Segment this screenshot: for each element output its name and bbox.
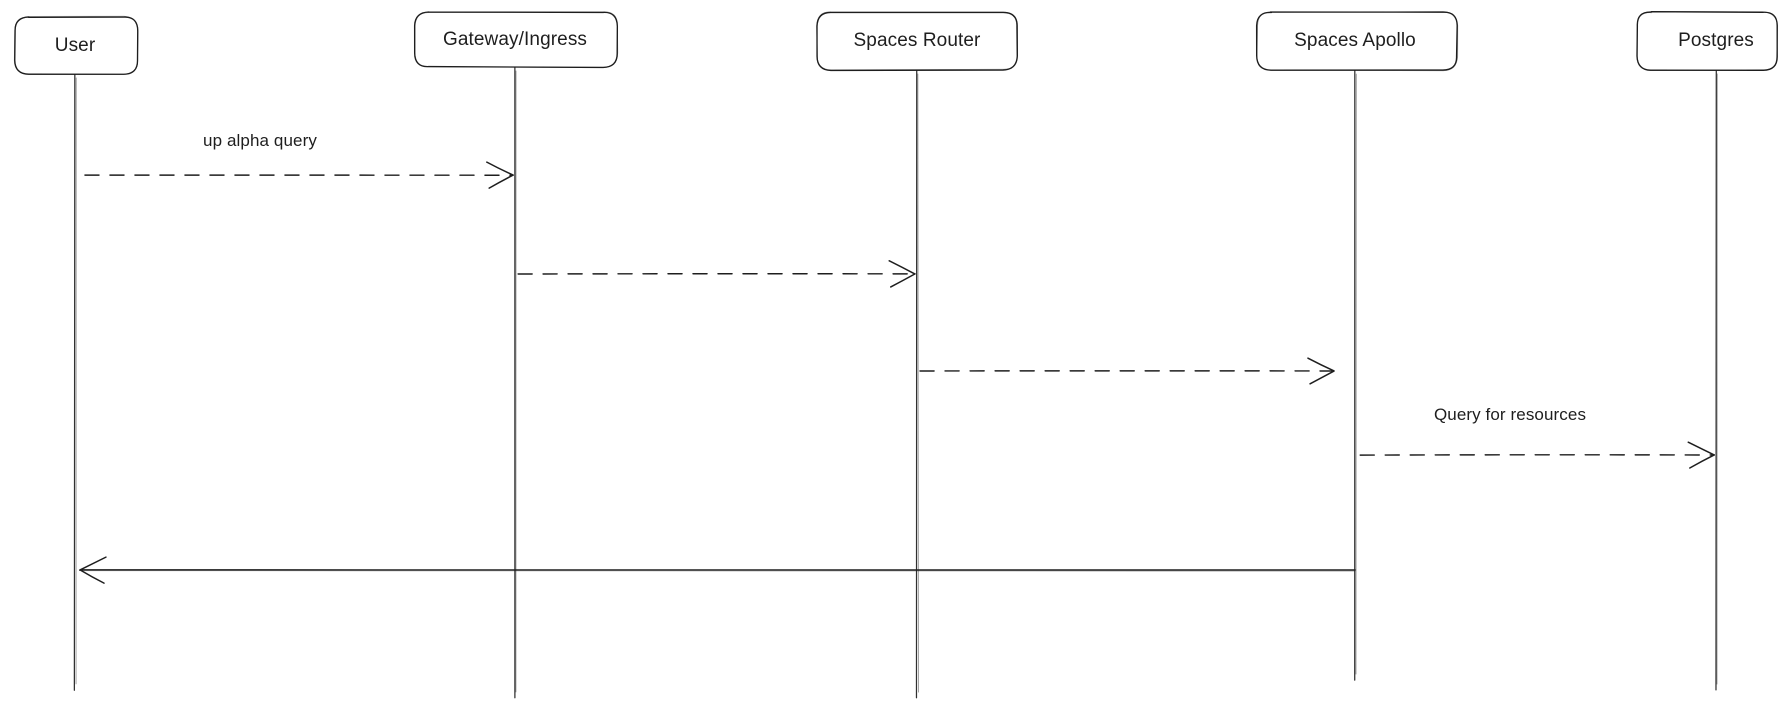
participant-box-fill-apollo <box>1257 12 1457 70</box>
lifelines-group <box>73 66 1718 699</box>
arrowhead-msg-2-upper <box>888 260 916 275</box>
participant-box-user <box>13 15 139 75</box>
arrowhead-msg-3-lower <box>1309 370 1335 385</box>
lifeline-router-pass2 <box>917 73 919 693</box>
message-msg-2 <box>517 260 916 288</box>
arrowhead-msg-2-lower <box>890 273 916 288</box>
arrowhead-msg-5-lower <box>79 569 105 584</box>
message-msg-1 <box>84 161 514 189</box>
arrowhead-msg-4-upper <box>1687 441 1715 456</box>
lifeline-user <box>73 73 76 691</box>
participant-box-fill-postgres <box>1637 12 1777 70</box>
arrowhead-msg-1-upper <box>486 161 514 176</box>
arrowhead-msg-5-upper <box>79 556 107 571</box>
arrowhead-msg-3-upper <box>1307 357 1335 372</box>
messages-group <box>79 161 1715 584</box>
participant-box-router <box>816 11 1019 72</box>
message-msg-3 <box>919 357 1335 385</box>
arrowhead-msg-4-lower <box>1689 454 1715 469</box>
participant-box-outline2-user <box>13 15 139 75</box>
participant-box-outline2-gateway <box>414 11 619 69</box>
participant-box-outline2-router <box>816 11 1018 71</box>
message-msg-4 <box>1359 441 1715 469</box>
message-msg-5 <box>79 556 1356 584</box>
participant-boxes-group <box>13 10 1779 75</box>
participant-box-postgres <box>1636 10 1779 72</box>
participant-box-fill-router <box>817 12 1017 70</box>
participant-box-apollo <box>1255 11 1459 72</box>
participant-box-fill-user <box>15 17 138 74</box>
participant-box-outline2-postgres <box>1636 10 1779 72</box>
participant-box-outline2-apollo <box>1256 11 1459 72</box>
arrowhead-msg-1-lower <box>488 174 514 189</box>
participant-box-fill-gateway <box>415 12 617 67</box>
participant-box-gateway <box>413 11 619 69</box>
